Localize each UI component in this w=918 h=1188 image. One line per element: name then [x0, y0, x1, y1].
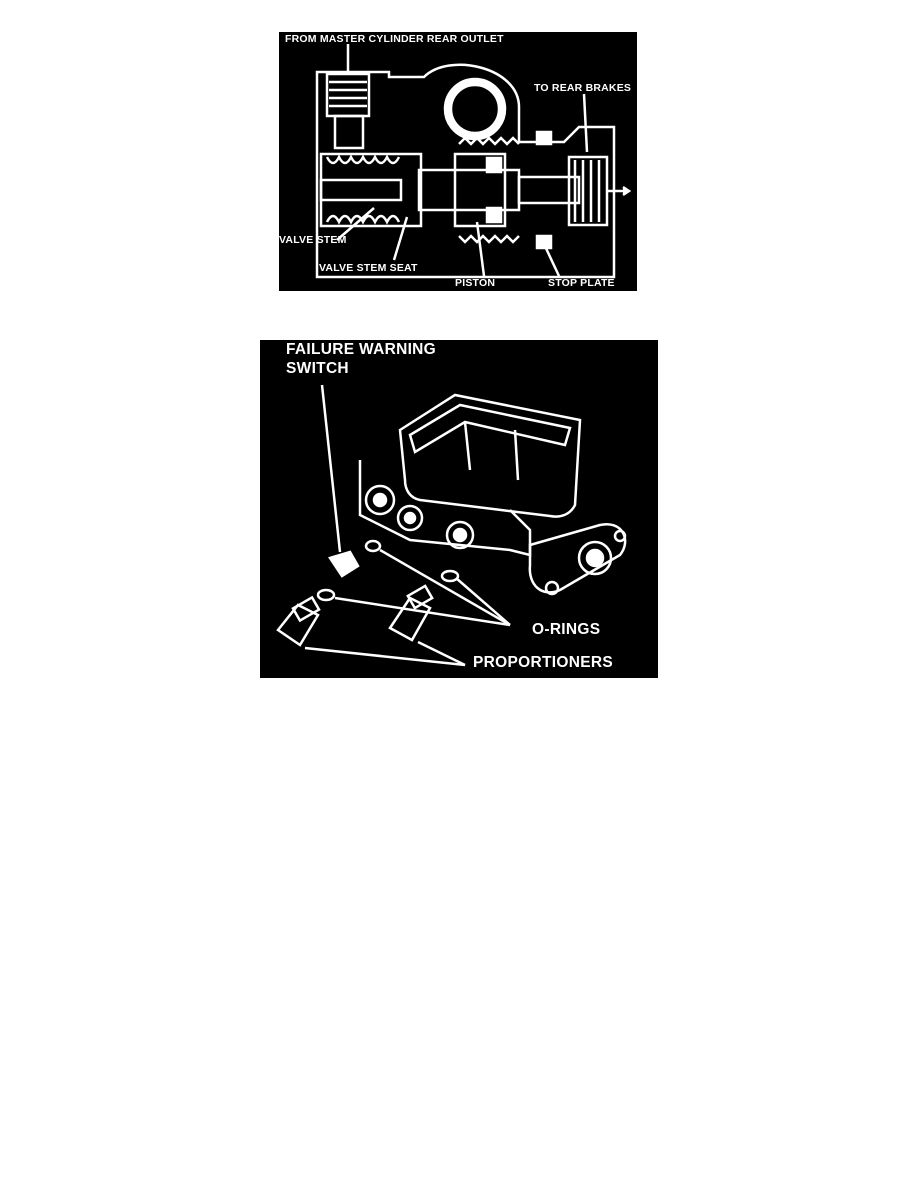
- proportioner-cross-section-drawing: [315, 44, 632, 279]
- label-valve-stem: VALVE STEM: [279, 234, 347, 246]
- label-valve-stem-seat: VALVE STEM SEAT: [319, 262, 418, 274]
- label-switch: SWITCH: [286, 360, 349, 377]
- label-piston: PISTON: [455, 277, 496, 289]
- master-cylinder-figure: FAILURE WARNING SWITCH O-RINGS PROPORTIO…: [260, 340, 658, 678]
- label-stop-plate: STOP PLATE: [548, 277, 615, 289]
- proportioner-cross-section-figure: FROM MASTER CYLINDER REAR OUTLET TO REAR…: [279, 32, 637, 291]
- master-cylinder-drawing: [276, 384, 627, 667]
- label-proportioners: PROPORTIONERS: [473, 654, 613, 671]
- label-o-rings: O-RINGS: [532, 621, 601, 638]
- label-from-master-cylinder: FROM MASTER CYLINDER REAR OUTLET: [285, 33, 504, 45]
- label-failure-warning: FAILURE WARNING: [286, 341, 437, 358]
- label-to-rear-brakes: TO REAR BRAKES: [534, 82, 632, 94]
